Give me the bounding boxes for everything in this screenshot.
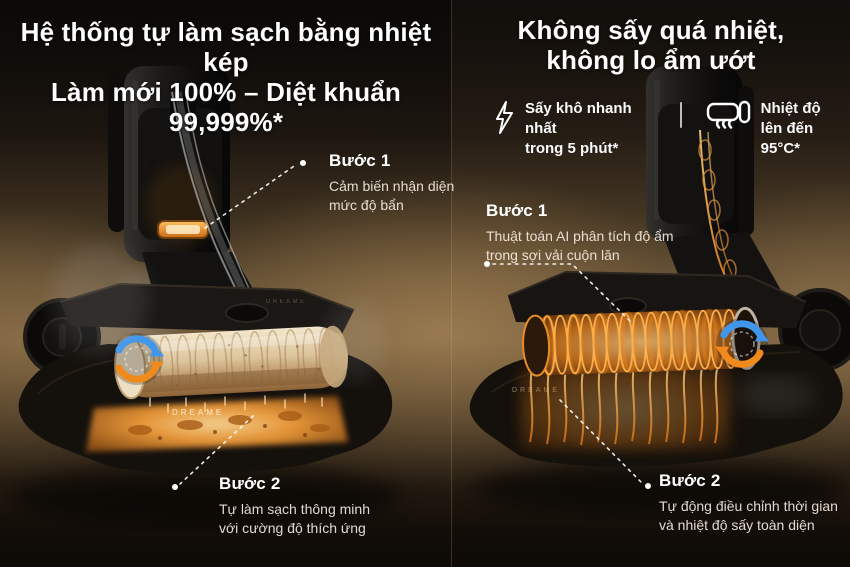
callout-label: Bước 2 [659,471,721,490]
feature-fast-dry: Sấy khô nhanh nhất trong 5 phút* [492,99,660,159]
callout-right-step2: Bước 2 Tự động điều chỉnh thời gian và n… [659,471,838,535]
leader-left-step2 [179,415,254,485]
heated-wash-tray [86,396,348,452]
callout-desc-line1: Tự làm sạch thông minh [219,501,370,517]
left-title: Hệ thống tự làm sạch bằng nhiệt kép Làm … [0,17,452,137]
feature-temperature-line2: lên đến 95°C* [760,120,814,157]
feature-fast-dry-line2: trong 5 phút* [525,140,619,157]
steam-puff [52,245,148,355]
brand-text-left-cover: DREAME [266,299,307,305]
callout-right-step1: Bước 1 Thuật toán AI phân tích độ ẩm tro… [486,201,674,265]
lightning-icon [496,101,513,134]
right-title-line2: không lo ẩm ướt [546,45,756,75]
callout-leader-dots [172,160,651,490]
panel-divider [451,0,452,567]
right-title-line1: Không sấy quá nhiệt, [517,15,785,45]
dirt-sensor-window [157,220,209,239]
callout-left-step2: Bước 2 Tự làm sạch thông minh với cường … [219,474,370,538]
feature-fast-dry-line1: Sấy khô nhanh nhất [525,100,632,137]
heated-drying-roller [522,306,761,377]
right-floor-shadow [475,463,845,515]
callout-label: Bước 1 [329,151,391,170]
callout-desc-line2: mức độ bẩn [329,197,404,213]
leader-right-step2 [559,399,644,485]
self-clean-roller [114,325,348,400]
rotation-arrows-icon [714,318,770,370]
callout-desc-line1: Thuật toán AI phân tích độ ẩm [486,228,674,244]
feature-temperature-line1: Nhiệt độ [760,100,821,117]
feature-divider [679,102,682,128]
callout-desc-line1: Cảm biến nhận diện [329,178,455,194]
right-product-illustration: DREAME [469,66,850,515]
heat-dryer-icon [706,100,750,129]
callout-desc-line2: trong sợi vải cuộn lăn [486,247,620,263]
features-row: Sấy khô nhanh nhất trong 5 phút* Nhiệt đ… [492,99,850,159]
right-title: Không sấy quá nhiệt, không lo ẩm ướt [452,15,850,75]
callout-leader-lines [179,163,644,485]
steam-puff [735,375,815,415]
left-title-line1: Hệ thống tự làm sạch bằng nhiệt kép [20,17,432,77]
callout-desc-line1: Tự động điều chỉnh thời gian [659,498,838,514]
left-product-illustration: DREAME DREAME [10,66,400,525]
left-title-line2: Làm mới 100% – Diệt khuẩn 99,999%* [50,77,402,137]
callout-label: Bước 1 [486,201,548,220]
left-floor-shadow [10,469,400,525]
steam-puff [325,300,385,380]
hot-air-curtain [520,366,730,450]
feature-temperature: Nhiệt độ lên đến 95°C* [706,99,850,159]
callout-label: Bước 2 [219,474,281,493]
callout-desc-line2: và nhiệt độ sấy toàn diện [659,517,815,533]
callout-desc-line2: với cường độ thích ứng [219,520,366,536]
callout-left-step1: Bước 1 Cảm biến nhận diện mức độ bẩn [329,151,454,215]
brand-text-left-tray: DREAME [172,408,224,417]
